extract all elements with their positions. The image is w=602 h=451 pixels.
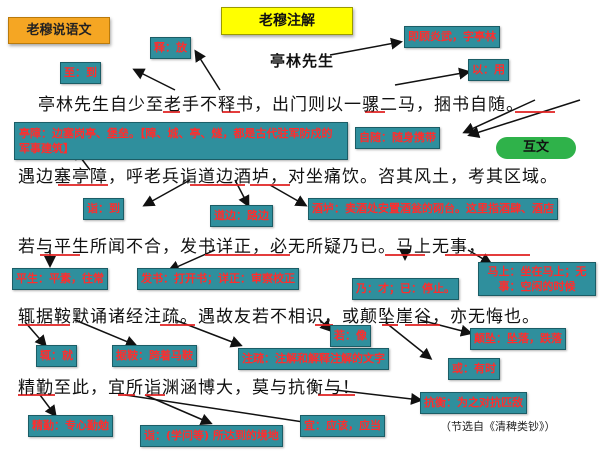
note-yi2: 诣：到 xyxy=(83,198,124,220)
note-ruo: 若：像 xyxy=(330,325,371,347)
text-line-4: 辄据鞍默诵诸经注疏。遇故友若不相识，或颠坠崖谷，亦无悔也。 xyxy=(18,307,540,327)
note-yi4: 宜：应该，应当 xyxy=(300,415,385,437)
brand-badge: 老穆说语文 xyxy=(8,17,110,44)
note-tinglin: 即顾炎武，字亭林 xyxy=(404,26,500,48)
text-line-2: 遇边塞亭障，呼老兵诣道边酒垆，对坐痛饮。咨其风土，考其区域。 xyxy=(18,167,558,187)
note-naiyi: 乃：才；已：停止。 xyxy=(352,278,459,300)
note-kangheng: 抗衡：为之对抗匹敌 xyxy=(420,392,527,414)
text-line-1: 亭林先生自少至老手不释书，出门则以一骡二马，捆书自随。 xyxy=(38,95,524,115)
note-zisui: 自随：随身携带 xyxy=(355,127,440,149)
note-juan: 据鞍：跨着马鞍 xyxy=(112,345,197,367)
note-jiulu: 酒垆：卖酒处安置酒瓮的砌台。这里指酒肆、酒店 xyxy=(308,198,558,220)
page-title: 老穆注解 xyxy=(221,7,353,35)
source-note: （节选自《清稗类钞》） xyxy=(440,420,556,433)
text-line-5: 精勤至此，宜所诣渊涵博大，莫与抗衡与！ xyxy=(18,378,360,398)
text-line-3: 若与平生所闻不合，发书详正，必无所疑乃已。马上无事， xyxy=(18,237,486,257)
note-tingzhang: 亭障：边塞岗亭、堡垒。【障、城、亭、燧，都是古代驻军防戍的军事建筑】 xyxy=(14,122,348,160)
note-yi3: 诣：(学问等) 所达到的境地 xyxy=(140,425,283,447)
author-label: 亭林先生 xyxy=(270,53,335,70)
note-dianzhui: 颠坠：坠落，跌落 xyxy=(470,328,566,350)
note-pingsheng: 平生：平素，往常 xyxy=(12,268,108,290)
note-huo: 或：有时 xyxy=(448,358,500,380)
note-yi: 以：用 xyxy=(468,59,509,81)
note-jingqin: 精勤：专心勤勉 xyxy=(28,415,113,437)
note-mashang: 马上：坐在马上；无事：空闲的时候 xyxy=(478,262,596,296)
note-daobian: 道边：路边 xyxy=(210,205,273,227)
note-zhe: 辄：就 xyxy=(36,345,77,367)
note-fashu: 发书：打开书；详正：审察校正 xyxy=(137,268,299,290)
note-shi: 释：放 xyxy=(150,37,191,59)
note-zhi: 至：到 xyxy=(60,62,101,84)
note-huwen: 互文 xyxy=(496,137,576,159)
note-zhushu: 注疏：注解和解释注解的文字 xyxy=(238,348,389,370)
